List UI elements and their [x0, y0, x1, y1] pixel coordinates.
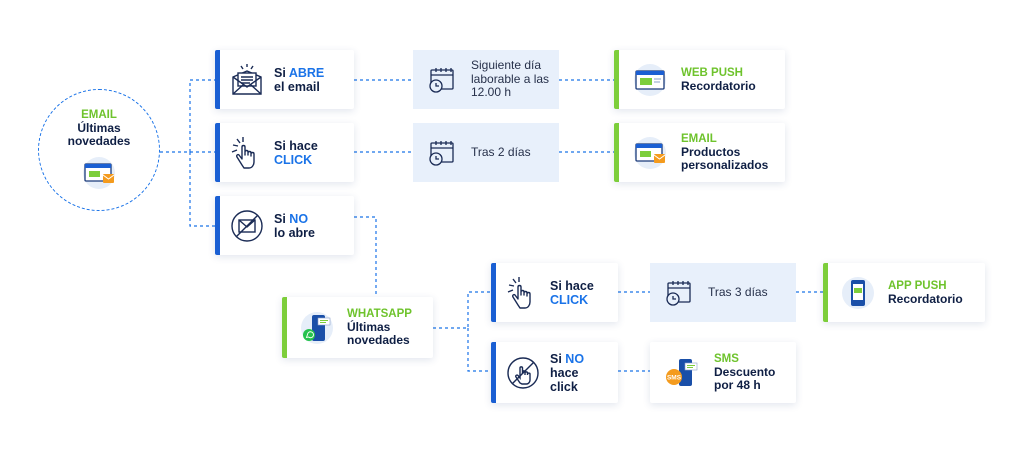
action-email-products-text: Productos personalizados	[681, 145, 769, 172]
calendar-clock-icon	[413, 65, 471, 95]
browser-window-icon	[619, 63, 681, 97]
action-email-products: EMAIL Productos personalizados	[614, 123, 785, 182]
branch-opens-suffix: el email	[274, 79, 320, 94]
sms-badge-text: SMS	[667, 374, 682, 381]
email-window-icon	[79, 157, 119, 194]
action-sms-text: Descuento por 48 h	[714, 365, 776, 392]
branch-opens-keyword: ABRE	[288, 65, 325, 80]
start-title: Últimas novedades	[67, 121, 131, 148]
mobile-phone-icon	[828, 275, 888, 311]
no-click-icon	[496, 356, 550, 390]
action-web-push-text: Recordatorio	[681, 78, 756, 93]
whatsapp-label: WHATSAPP	[347, 308, 412, 320]
branch-not-opens: Si NO lo abre	[215, 196, 354, 255]
whatsapp-title: Últimas novedades	[347, 320, 410, 347]
branch-not-opens-keyword: NO	[289, 211, 309, 226]
wa-branch-clicks-prefix: Si hace	[550, 278, 594, 293]
wa-branch-clicks: Si hace CLICK	[491, 263, 618, 322]
sms-phone-icon: SMS	[650, 354, 714, 392]
wait-two-days: Tras 2 días	[413, 123, 559, 182]
start-label: EMAIL	[81, 109, 117, 121]
wait-next-day-text: Siguiente día laborable a las 12.00 h	[471, 58, 550, 100]
hand-click-icon	[220, 135, 274, 171]
branch-clicks: Si hace CLICK	[215, 123, 354, 182]
whatsapp-phone-icon	[287, 310, 347, 346]
wait-three-days-text: Tras 3 días	[708, 284, 768, 299]
wa-branch-not-clicks-suffix: hace click	[550, 365, 579, 394]
hand-click-icon	[496, 275, 550, 311]
start-node-email: EMAIL Últimas novedades	[38, 89, 160, 211]
calendar-clock-icon	[413, 138, 471, 168]
branch-clicks-keyword: CLICK	[274, 152, 313, 167]
branch-not-opens-suffix: lo abre	[274, 225, 315, 240]
action-app-push-label: APP PUSH	[888, 279, 947, 292]
action-email-products-label: EMAIL	[681, 133, 717, 145]
action-web-push: WEB PUSH Recordatorio	[614, 50, 785, 109]
action-app-push: APP PUSH Recordatorio	[823, 263, 985, 322]
whatsapp-node: WHATSAPP Últimas novedades	[282, 297, 433, 358]
branch-clicks-prefix: Si hace	[274, 138, 318, 153]
envelope-open-icon	[220, 63, 274, 97]
wa-branch-not-clicks-keyword: NO	[565, 351, 585, 366]
wa-branch-clicks-keyword: CLICK	[550, 292, 589, 307]
wait-next-day: Siguiente día laborable a las 12.00 h	[413, 50, 559, 109]
action-app-push-text: Recordatorio	[888, 291, 963, 306]
envelope-blocked-icon	[220, 209, 274, 243]
wa-branch-not-clicks-prefix: Si	[550, 351, 562, 366]
branch-not-opens-prefix: Si	[274, 211, 286, 226]
action-web-push-label: WEB PUSH	[681, 66, 743, 79]
wait-two-days-text: Tras 2 días	[471, 144, 531, 159]
wa-branch-not-clicks: Si NO hace click	[491, 342, 618, 403]
action-sms-label: SMS	[714, 353, 739, 365]
branch-opens-email: Si ABRE el email	[215, 50, 354, 109]
branch-opens-prefix: Si	[274, 65, 286, 80]
action-sms: SMS SMS Descuento por 48 h	[650, 342, 796, 403]
calendar-clock-icon	[650, 278, 708, 308]
email-window-icon	[619, 136, 681, 170]
wait-three-days: Tras 3 días	[650, 263, 796, 322]
